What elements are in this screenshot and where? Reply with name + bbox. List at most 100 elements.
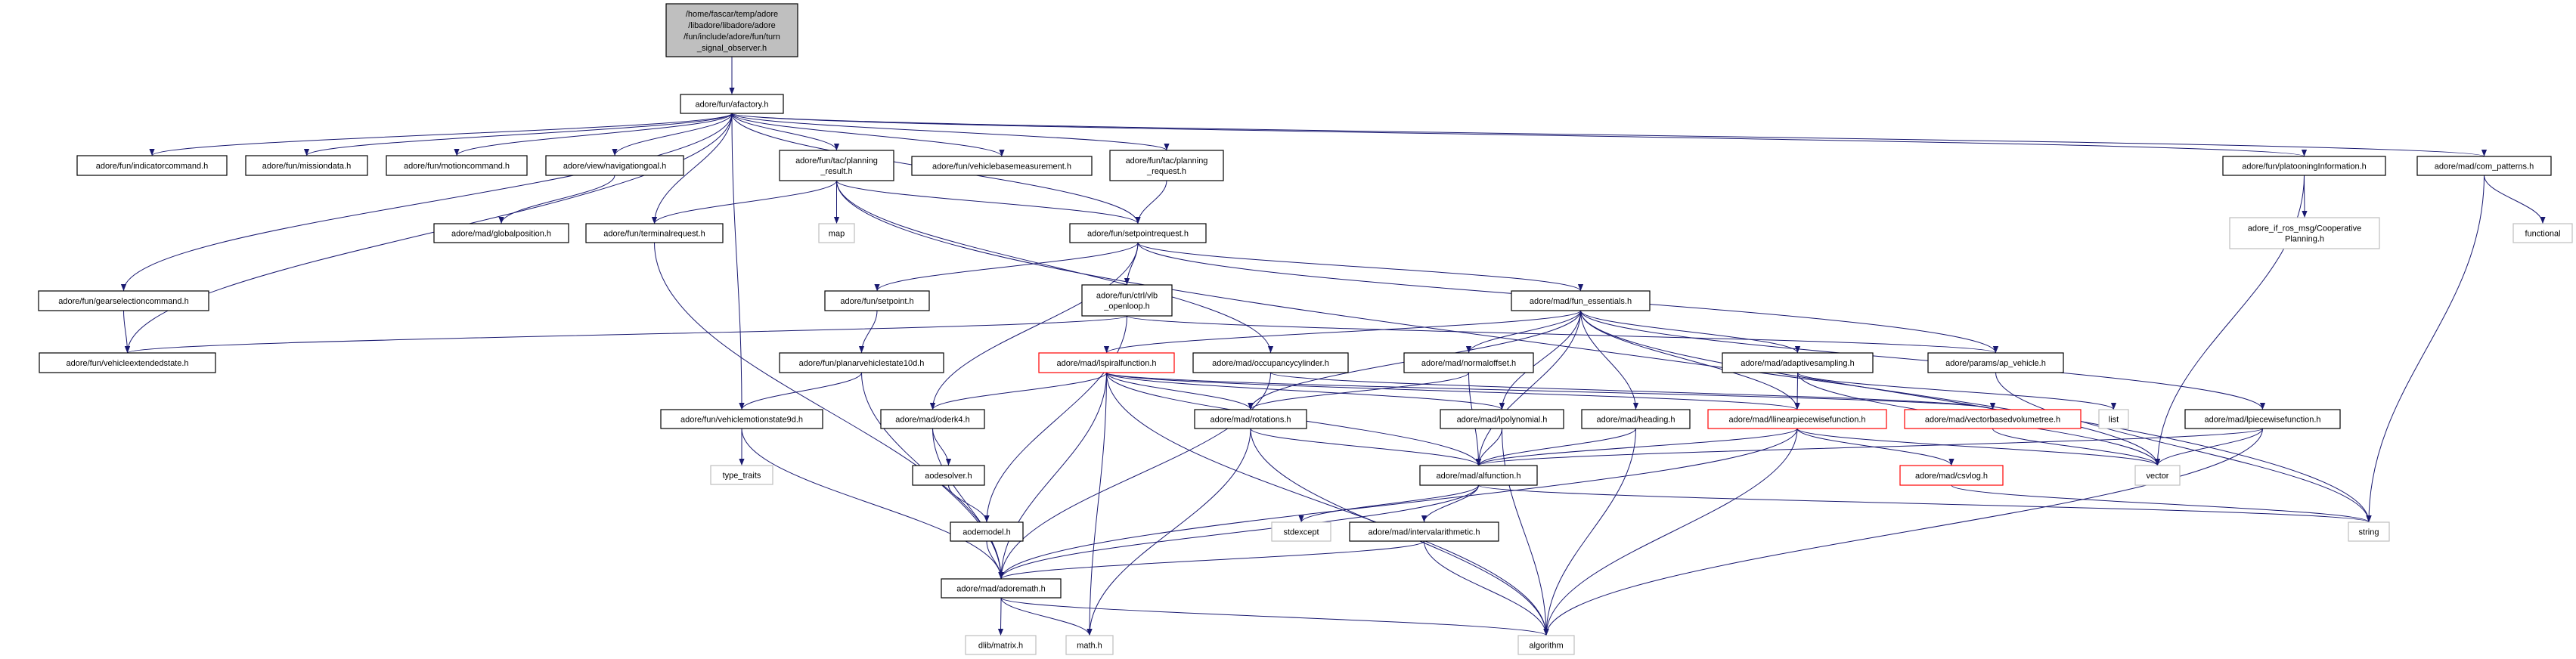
edge-fun_essentials-to-normaloffset xyxy=(1465,310,1581,354)
node-gearselectioncommand[interactable]: adore/fun/gearselectioncommand.h xyxy=(38,290,209,311)
node-adoremath[interactable]: adore/mad/adoremath.h xyxy=(941,578,1062,599)
node-intervalarithmetic[interactable]: adore/mad/intervalarithmetic.h xyxy=(1349,521,1499,542)
node-box xyxy=(386,155,528,176)
node-fun_essentials[interactable]: adore/mad/fun_essentials.h xyxy=(1511,290,1651,311)
edge-lspiralfunction-to-vectorbasedvolumetree xyxy=(1106,372,1995,410)
node-vlb_openloop[interactable]: adore/fun/ctrl/vlb_openloop.h xyxy=(1081,284,1173,317)
node-label: adore/mad/oderk4.h xyxy=(895,416,969,425)
node-setpoint[interactable]: adore/fun/setpoint.h xyxy=(824,290,930,311)
node-lspiralfunction[interactable]: adore/mad/lspiralfunction.h xyxy=(1038,352,1175,373)
node-linearpiecewisefunction[interactable]: adore/mad/llinearpiecewisefunction.h xyxy=(1707,409,1887,429)
node-globalposition[interactable]: adore/mad/globalposition.h xyxy=(433,223,569,243)
edge-adoremath-to-algorithm xyxy=(1000,597,1549,636)
node-adaptivesampling[interactable]: adore/mad/adaptivesampling.h xyxy=(1722,352,1874,373)
edge-afactory-to-navigationgoal xyxy=(612,113,733,156)
node-label: adore/mad/normaloffset.h xyxy=(1421,359,1516,368)
node-label: list xyxy=(2109,416,2119,425)
node-platooninginformation[interactable]: adore/fun/platooningInformation.h xyxy=(2222,156,2386,176)
edge-lpiecewisefunction-to-alfunction xyxy=(1476,428,2263,466)
node-vehicleextendedstate[interactable]: adore/fun/vehicleextendedstate.h xyxy=(39,352,216,373)
node-label: adore/mad/occupancycylinder.h xyxy=(1212,359,1329,368)
node-normaloffset[interactable]: adore/mad/normaloffset.h xyxy=(1403,352,1534,373)
node-label: algorithm xyxy=(1529,642,1563,651)
node-box xyxy=(1899,465,2004,486)
node-box xyxy=(1403,352,1534,373)
node-heading[interactable]: adore/mad/heading.h xyxy=(1581,409,1691,429)
node-label: adore/mad/vectorbasedvolumetree.h xyxy=(1925,416,2060,425)
edge-afactory-to-terminalrequest xyxy=(651,113,733,224)
edge-planning_result-to-string xyxy=(836,180,2372,523)
node-motioncommand[interactable]: adore/fun/motioncommand.h xyxy=(386,155,528,176)
node-label: _result.h xyxy=(820,167,852,176)
node-aodesolver[interactable]: aodesolver.h xyxy=(912,465,985,486)
node-box xyxy=(38,290,209,311)
edge-csvlog-to-string xyxy=(1951,484,2372,523)
node-vectorbasedvolumetree[interactable]: adore/mad/vectorbasedvolumetree.h xyxy=(1904,409,2082,429)
node-label: math.h xyxy=(1077,642,1102,651)
node-label: vector xyxy=(2147,472,2169,481)
node-oderk4[interactable]: adore/mad/oderk4.h xyxy=(880,409,985,429)
edge-intervalarithmetic-to-adoremath xyxy=(998,540,1424,580)
node-box xyxy=(1109,150,1224,181)
node-lpiecewisefunction[interactable]: adore/mad/lpiecewisefunction.h xyxy=(2184,409,2341,429)
edge-occupancycylinder-to-adoremath xyxy=(998,372,1271,580)
node-box xyxy=(1927,352,2064,373)
node-box xyxy=(76,155,228,176)
node-algorithm: algorithm xyxy=(1517,635,1575,655)
edge-adaptivesampling-to-list xyxy=(1797,372,2116,410)
edge-afactory-to-planning_request xyxy=(731,113,1170,151)
node-com_patterns[interactable]: adore/mad/com_patterns.h xyxy=(2416,156,2552,176)
node-lpolynomial[interactable]: adore/mad/lpolynomial.h xyxy=(1440,409,1564,429)
node-navigationgoal[interactable]: adore/view/navigationgoal.h xyxy=(545,155,684,176)
edge-adaptivesampling-to-linearpiecewisefunction xyxy=(1794,372,1800,410)
node-label: adore/fun/setpointrequest.h xyxy=(1087,230,1189,239)
node-planning_result[interactable]: adore/fun/tac/planning_result.h xyxy=(779,150,894,181)
edge-occupancycylinder-to-vectorbasedvolumetree xyxy=(1270,372,1995,410)
node-box xyxy=(2512,223,2573,243)
edge-afactory-to-motioncommand xyxy=(454,113,733,156)
node-label: stdexcept xyxy=(1283,528,1319,537)
edge-vehiclemotionstate9d-to-adoremath xyxy=(741,428,1004,580)
edge-linearpiecewisefunction-to-algorithm xyxy=(1543,428,1798,636)
node-label: adore_if_ros_msg/Cooperative xyxy=(2248,224,2361,234)
node-terminalrequest[interactable]: adore/fun/terminalrequest.h xyxy=(585,223,724,243)
node-missiondata[interactable]: adore/fun/missiondata.h xyxy=(245,155,368,176)
edge-fun_essentials-to-lspiralfunction xyxy=(1104,310,1581,354)
node-alfunction[interactable]: adore/mad/alfunction.h xyxy=(1419,465,1538,486)
node-list: list xyxy=(2098,409,2129,429)
node-label: _openloop.h xyxy=(1103,302,1150,311)
node-box xyxy=(585,223,724,243)
node-label: _signal_observer.h xyxy=(696,44,767,53)
node-vehiclemotionstate9d[interactable]: adore/fun/vehiclemotionstate9d.h xyxy=(660,409,823,429)
node-label: adore/fun/platooningInformation.h xyxy=(2242,162,2367,172)
node-occupancycylinder[interactable]: adore/mad/occupancycylinder.h xyxy=(1192,352,1349,373)
node-planning_request[interactable]: adore/fun/tac/planning_request.h xyxy=(1109,150,1224,181)
edge-lspiralfunction-to-rotations xyxy=(1106,372,1254,410)
node-box xyxy=(779,150,894,181)
node-csvlog[interactable]: adore/mad/csvlog.h xyxy=(1899,465,2004,486)
node-box xyxy=(1069,223,1207,243)
node-root[interactable]: /home/fascar/temp/adore/libadore/libador… xyxy=(665,3,798,57)
node-label: string xyxy=(2359,528,2379,537)
node-box xyxy=(1081,284,1173,317)
edge-planarvehiclestate10d-to-vehiclemotionstate9d xyxy=(739,372,862,410)
node-aodemodel[interactable]: aodemodel.h xyxy=(950,521,1024,542)
node-label: adore/fun/tac/planning xyxy=(795,156,878,166)
node-box xyxy=(545,155,684,176)
node-ap_vehicle[interactable]: adore/params/ap_vehicle.h xyxy=(1927,352,2064,373)
node-rotations[interactable]: adore/mad/rotations.h xyxy=(1194,409,1307,429)
node-setpointrequest[interactable]: adore/fun/setpointrequest.h xyxy=(1069,223,1207,243)
node-box xyxy=(710,465,773,485)
node-box xyxy=(880,409,985,429)
edge-lspiralfunction-to-math_h xyxy=(1087,372,1107,636)
node-planarvehiclestate10d[interactable]: adore/fun/planarvehiclestate10d.h xyxy=(779,352,944,373)
node-vehiclebasemeasurement[interactable]: adore/fun/vehiclebasemeasurement.h xyxy=(911,156,1093,176)
node-afactory[interactable]: adore/fun/afactory.h xyxy=(680,94,784,114)
edge-fun_essentials-to-lpiecewisefunction xyxy=(1580,310,2265,410)
node-indicatorcommand[interactable]: adore/fun/indicatorcommand.h xyxy=(76,155,228,176)
node-box xyxy=(660,409,823,429)
edge-vectorbasedvolumetree-to-vector xyxy=(1992,428,2160,466)
node-box xyxy=(1904,409,2082,429)
node-label: adore/mad/heading.h xyxy=(1597,416,1675,425)
node-box xyxy=(433,223,569,243)
